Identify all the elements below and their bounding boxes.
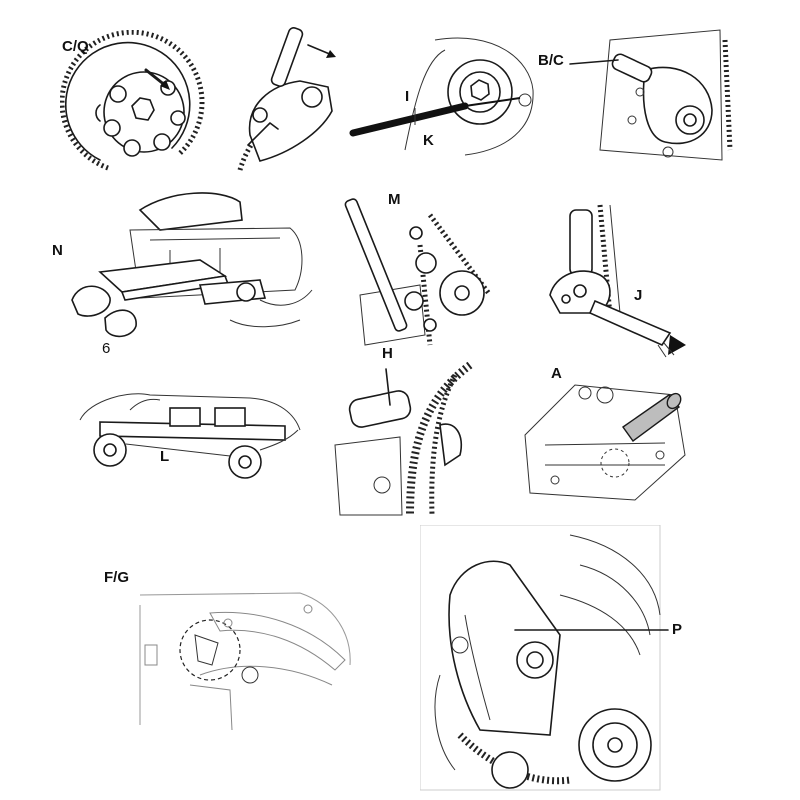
panel-n-engine-plate: N 6 (50, 180, 320, 360)
panel-a-head-bar: A (515, 365, 695, 510)
label-i: I (405, 88, 410, 105)
panel-tensioner-lever (220, 25, 345, 175)
panel-h-chain: H (330, 345, 490, 520)
chain-drawing (334, 361, 473, 516)
label-k: K (423, 132, 434, 149)
panel-fg-flywheel: F/G (100, 565, 360, 735)
label-bc: B/C (538, 52, 564, 69)
label-l: L (160, 448, 170, 465)
label-h: H (382, 345, 393, 362)
timing-cover-drawing (420, 525, 669, 791)
flywheel-housing-drawing (139, 592, 351, 731)
panel-p-timing-cover: P (420, 525, 695, 795)
panel-j-tensioner-handle: J (540, 195, 700, 365)
support-bar-drawing (79, 393, 301, 479)
tensioner-handle-drawing (549, 204, 686, 358)
panel-l-support-bar: L (70, 370, 310, 490)
locking-pin-drawing (569, 29, 733, 161)
panel-cq-sprocket: C/Q (60, 30, 210, 180)
label-m: M (388, 191, 401, 208)
head-bar-drawing (524, 384, 686, 501)
locking-bar-drawing (344, 198, 492, 346)
label-a: A (551, 365, 562, 382)
tensioner-lever-drawing (237, 27, 336, 171)
label-cq: C/Q (62, 38, 89, 55)
label-n: N (52, 242, 63, 259)
label-fg: F/G (104, 569, 129, 586)
panel-m-locking-bar: M (340, 185, 500, 350)
panel-ik-pulley-pin: I K (345, 30, 540, 165)
engine-plate-drawing (71, 192, 313, 338)
camshaft-sprocket-drawing (60, 30, 205, 171)
panel-bc-locking-pin: B/C (538, 20, 740, 170)
label-six: 6 (102, 340, 111, 357)
pulley-pin-drawing (349, 37, 534, 156)
label-j: J (634, 287, 643, 304)
label-p: P (672, 621, 683, 638)
